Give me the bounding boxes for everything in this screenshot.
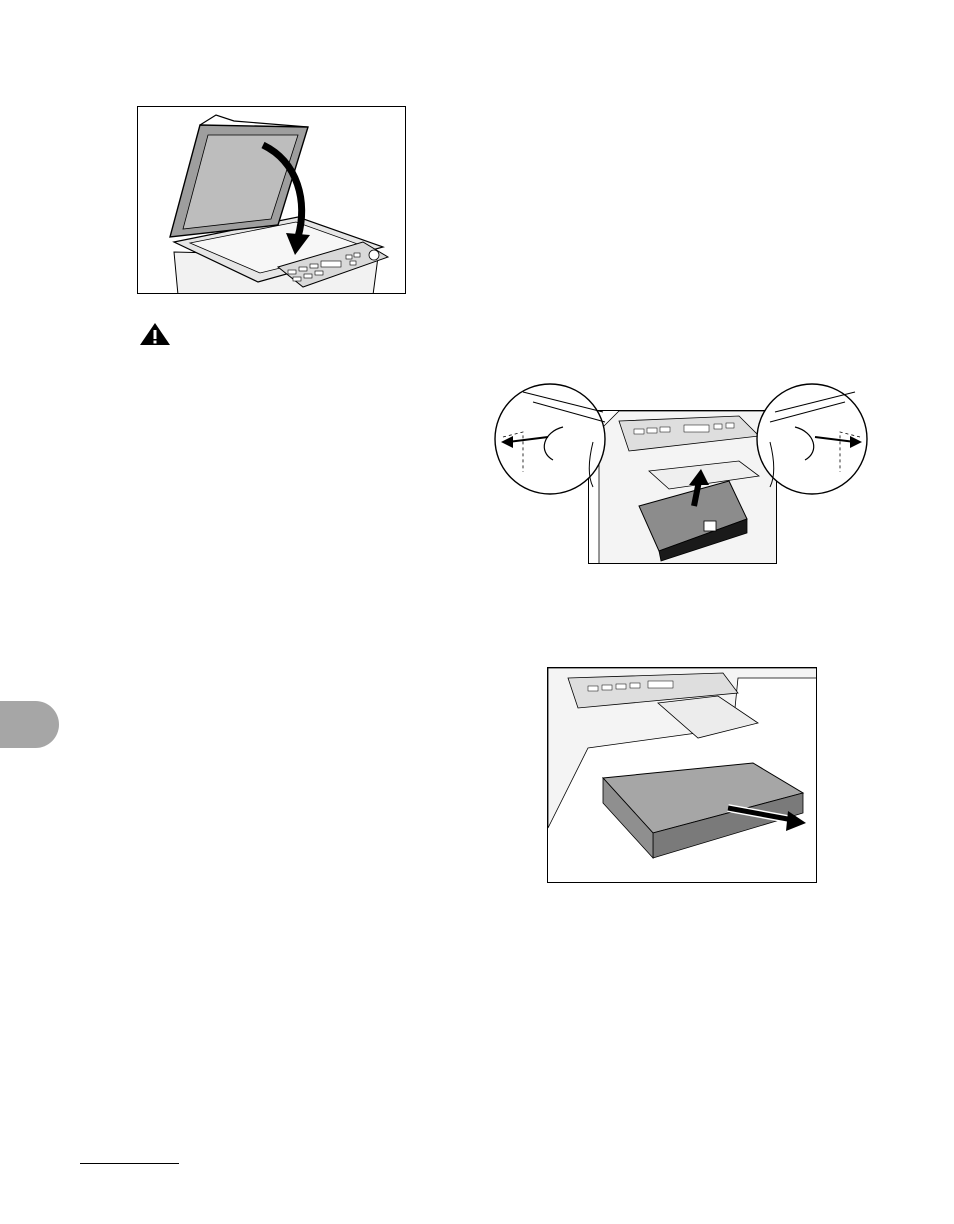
chapter-side-tab bbox=[0, 701, 59, 748]
caution-triangle-icon bbox=[139, 322, 171, 346]
footer-rule bbox=[80, 1163, 179, 1164]
closing-platen-cover-illustration bbox=[138, 107, 406, 294]
removing-paper-stack-illustration bbox=[548, 668, 817, 883]
zoom-detail-right bbox=[755, 382, 870, 502]
removing-paper-cassette-illustration bbox=[589, 411, 777, 564]
figure-close-platen-cover bbox=[137, 106, 406, 294]
figure-remove-paper-cassette bbox=[588, 410, 777, 564]
zoom-detail-left bbox=[493, 382, 608, 502]
figure-remove-paper-stack bbox=[547, 667, 817, 883]
